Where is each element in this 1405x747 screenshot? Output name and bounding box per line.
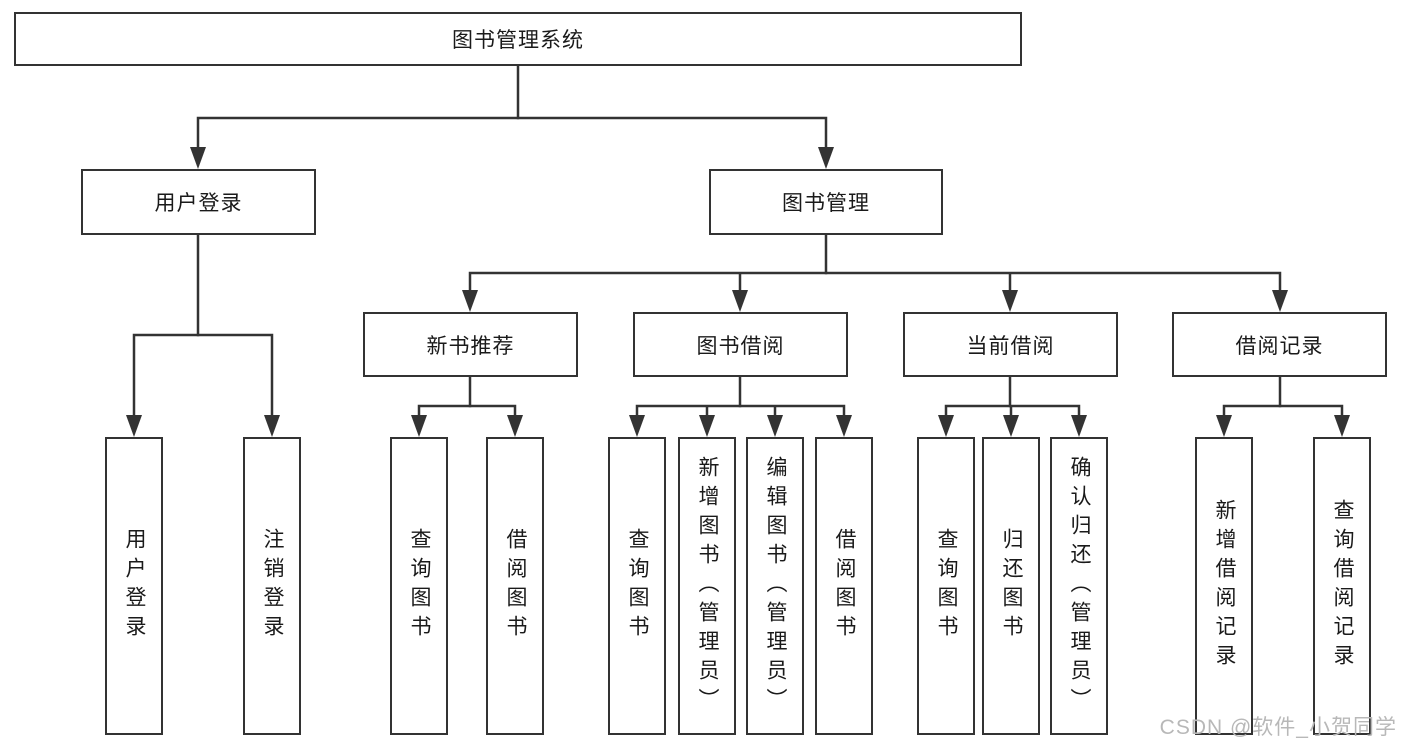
node-book-management-label: 图书管理	[782, 192, 870, 215]
leaf-add-borrow-record-label: 新增借阅记录	[1213, 499, 1236, 673]
leaf-query-books-recommend: 查询图书	[390, 437, 448, 735]
connector-borrowing-to-leaves	[629, 377, 852, 437]
leaf-borrow-books-recommend: 借阅图书	[486, 437, 544, 735]
node-user-login-branch: 用户登录	[81, 169, 316, 235]
leaf-query-books-current: 查询图书	[917, 437, 975, 735]
node-book-borrowing: 图书借阅	[633, 312, 848, 377]
node-current-borrowing: 当前借阅	[903, 312, 1118, 377]
leaf-edit-books-admin-label: 编辑图书（管理员）	[764, 455, 787, 717]
leaf-query-books-recommend-label: 查询图书	[408, 528, 431, 644]
leaf-query-books-current-label: 查询图书	[935, 528, 958, 644]
csdn-watermark: CSDN @软件_小贺同学	[1159, 716, 1397, 739]
leaf-query-books-borrowing: 查询图书	[608, 437, 666, 735]
connector-root-to-level2	[190, 66, 834, 169]
leaf-add-books-admin: 新增图书（管理员）	[678, 437, 736, 735]
node-new-book-recommendation-label: 新书推荐	[426, 334, 515, 358]
leaf-query-borrow-record-label: 查询借阅记录	[1331, 499, 1354, 673]
node-book-management-branch: 图书管理	[709, 169, 943, 235]
leaf-query-books-borrowing-label: 查询图书	[626, 528, 649, 644]
node-new-book-recommendation: 新书推荐	[363, 312, 578, 377]
leaf-edit-books-admin: 编辑图书（管理员）	[746, 437, 804, 735]
connector-new-book-to-leaves	[411, 377, 523, 437]
node-book-borrowing-label: 图书借阅	[696, 334, 785, 358]
leaf-confirm-return-admin: 确认归还（管理员）	[1050, 437, 1108, 735]
node-user-login-label: 用户登录	[154, 192, 243, 215]
connector-book-mgmt-to-level3	[462, 235, 1288, 312]
leaf-user-login-label: 用户登录	[123, 528, 146, 644]
leaf-add-books-admin-label: 新增图书（管理员）	[696, 455, 719, 717]
node-borrowing-records-label: 借阅记录	[1235, 334, 1324, 358]
leaf-user-login: 用户登录	[105, 437, 163, 735]
leaf-borrow-books: 借阅图书	[815, 437, 873, 735]
leaf-logout: 注销登录	[243, 437, 301, 735]
connector-user-login-to-leaves	[126, 235, 280, 437]
leaf-return-books-label: 归还图书	[1000, 528, 1023, 644]
connector-records-to-leaves	[1216, 377, 1350, 437]
leaf-confirm-return-admin-label: 确认归还（管理员）	[1068, 455, 1091, 717]
leaf-query-borrow-record: 查询借阅记录	[1313, 437, 1371, 735]
leaf-logout-label: 注销登录	[261, 528, 284, 644]
node-root-label: 图书管理系统	[452, 29, 584, 52]
node-root-system: 图书管理系统	[14, 12, 1022, 66]
leaf-borrow-books-label: 借阅图书	[833, 528, 856, 644]
node-borrowing-records: 借阅记录	[1172, 312, 1387, 377]
leaf-borrow-books-recommend-label: 借阅图书	[504, 528, 527, 644]
leaf-return-books: 归还图书	[982, 437, 1040, 735]
connector-current-to-leaves	[938, 377, 1087, 437]
leaf-add-borrow-record: 新增借阅记录	[1195, 437, 1253, 735]
node-current-borrowing-label: 当前借阅	[966, 334, 1055, 358]
